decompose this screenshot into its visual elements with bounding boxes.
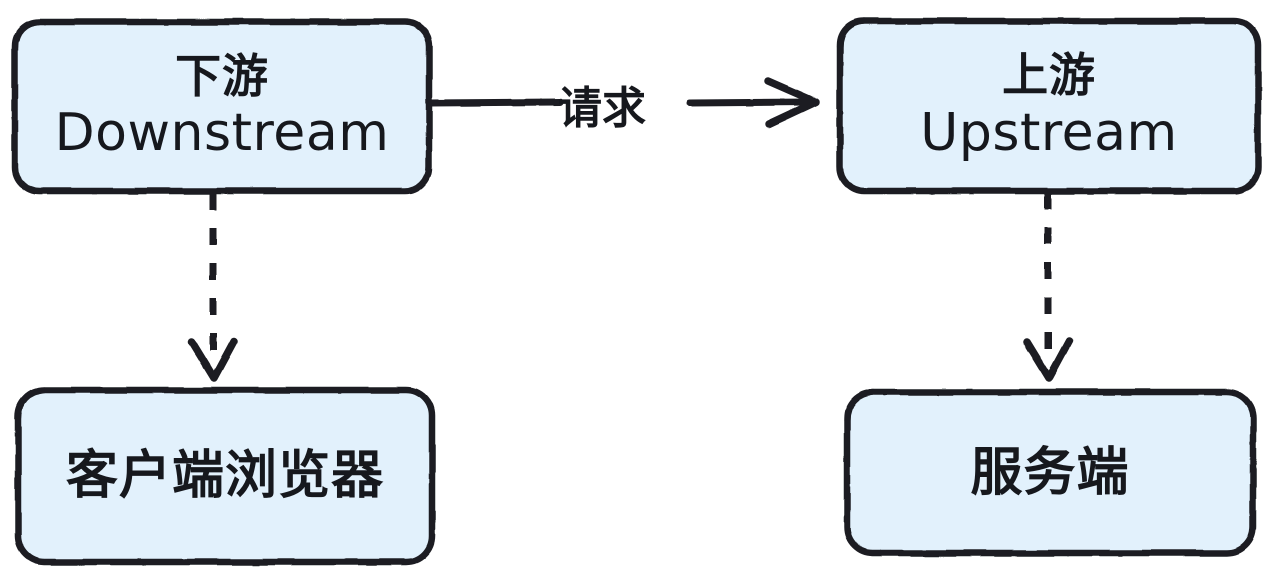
node-client-browser-label: 客户端浏览器: [65, 446, 385, 507]
node-downstream-label-latin: Downstream: [54, 103, 390, 164]
edge-downstream-to-upstream: [426, 77, 820, 128]
node-downstream[interactable]: 下游 Downstream: [14, 21, 430, 192]
node-upstream-label-latin: Upstream: [920, 102, 1178, 163]
node-upstream-label-cjk: 上游: [1002, 48, 1096, 103]
node-server[interactable]: 服务端: [845, 391, 1255, 555]
node-server-label: 服务端: [970, 442, 1130, 503]
edge-upstream-to-server: [1023, 192, 1073, 382]
node-client-browser-shape[interactable]: [14, 386, 436, 566]
edge-downstream-to-client-browser: [188, 193, 238, 382]
node-downstream-label-cjk: 下游: [175, 48, 269, 103]
node-downstream-shape[interactable]: [11, 18, 433, 195]
node-upstream[interactable]: 上游 Upstream: [838, 20, 1260, 192]
edge-label-request: 请求: [558, 83, 646, 134]
node-server-shape[interactable]: [843, 388, 1257, 557]
node-upstream-shape[interactable]: [836, 17, 1262, 195]
node-client-browser[interactable]: 客户端浏览器: [16, 389, 434, 564]
